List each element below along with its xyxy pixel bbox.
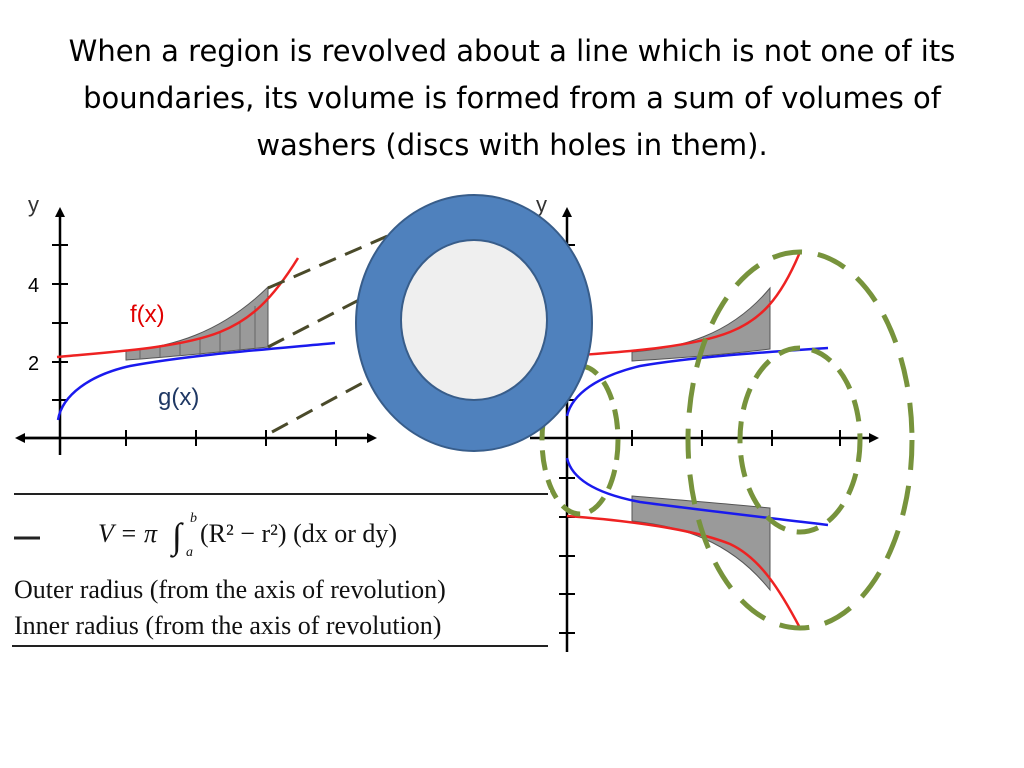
formula-body: (R² − r²) (dx or dy) — [200, 519, 397, 548]
left-g-curve — [56, 341, 336, 421]
right-f-curve-lower — [566, 514, 802, 629]
right-x-ticks — [631, 430, 841, 446]
slide-title: When a region is revolved about a line w… — [68, 34, 956, 162]
right-g-curve-lower — [565, 457, 829, 527]
outer-radius-line: Outer radius (from the axis of revolutio… — [14, 575, 446, 604]
washer-hole — [400, 239, 548, 401]
upper-limit: b — [190, 511, 197, 526]
left-y-axis-label: y — [28, 192, 39, 217]
formula-lhs: V = π — [98, 519, 158, 548]
left-tick-label-2: 2 — [28, 353, 39, 375]
left-shaded-region — [125, 285, 269, 361]
left-graph: y 4 2 f(x) g(x) — [15, 192, 377, 455]
inner-radius-line: Inner radius (from the axis of revolutio… — [14, 611, 441, 640]
left-y-ticks — [52, 244, 68, 401]
formula-box: V = π ∫ b a (R² − r²) (dx or dy) Outer r… — [10, 490, 550, 650]
formula-box-bg — [10, 490, 550, 650]
integral-sign: ∫ — [170, 516, 184, 558]
lower-limit: a — [186, 545, 193, 560]
right-graph: y — [530, 192, 915, 652]
left-x-ticks — [125, 430, 337, 446]
left-f-curve — [56, 257, 300, 359]
f-label: f(x) — [130, 301, 165, 328]
washer — [355, 194, 593, 452]
g-label: g(x) — [158, 384, 199, 411]
left-hatch — [139, 306, 256, 359]
right-f-curve-upper — [566, 251, 802, 358]
inner-revolution-ellipse — [737, 345, 863, 535]
outer-revolution-ellipse — [685, 249, 915, 631]
left-tick-label-4: 4 — [28, 275, 39, 297]
right-y-axis-label: y — [536, 192, 547, 217]
